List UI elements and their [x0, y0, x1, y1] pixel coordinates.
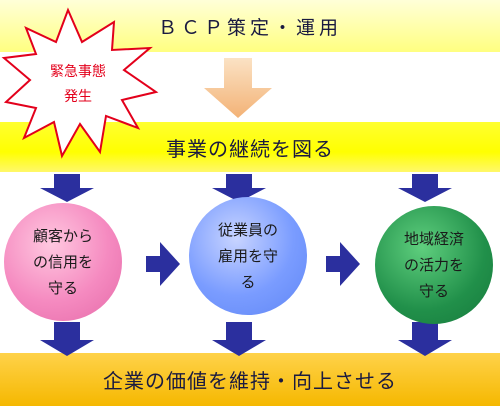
down-arrow-icon — [212, 322, 266, 356]
down-arrow-icon — [212, 174, 266, 202]
emergency-label: 緊急事態 発生 — [50, 64, 106, 105]
right-arrow-icon — [146, 242, 180, 286]
customer-trust-circle: 顧客から の信用を 守る — [4, 203, 122, 321]
peach-down-arrow-icon — [204, 58, 272, 118]
down-arrow-icon — [40, 322, 94, 356]
right-arrow-icon — [326, 242, 360, 286]
circle-label: 従業員の 雇用を守 る — [217, 221, 278, 291]
down-arrow-icon — [40, 174, 94, 202]
circle-label: 地域経済 の活力を 守る — [403, 230, 464, 300]
bottom-band-label: 企業の価値を維持・向上させる — [103, 369, 397, 393]
employee-jobs-circle: 従業員の 雇用を守 る — [189, 197, 307, 315]
down-arrow-icon — [398, 322, 452, 356]
regional-economy-circle: 地域経済 の活力を 守る — [375, 206, 493, 324]
top-band-label: ＢＣＰ策定・運用 — [157, 16, 342, 39]
down-arrow-icon — [398, 174, 452, 202]
bottom-band: 企業の価値を維持・向上させる — [0, 353, 500, 406]
emergency-starburst-icon — [1, 7, 159, 159]
circle-label: 顧客から の信用を 守る — [32, 227, 93, 297]
middle-band-label: 事業の継続を図る — [166, 136, 334, 161]
